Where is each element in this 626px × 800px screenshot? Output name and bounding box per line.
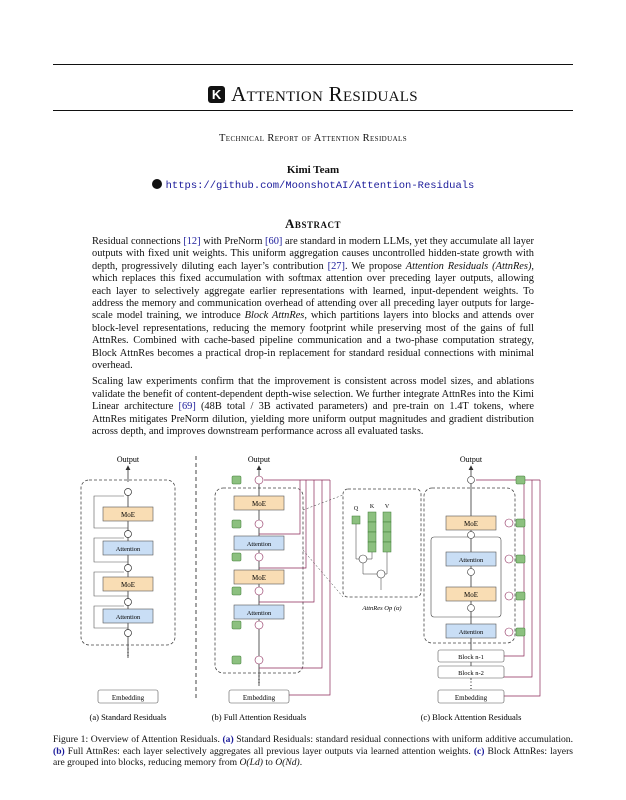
citation-link[interactable]: [69] (178, 401, 196, 413)
caption-ref-a[interactable]: (a) (222, 734, 234, 745)
svg-text:MoE: MoE (121, 581, 135, 589)
embedding-box (97, 689, 159, 704)
svg-text:Attention: Attention (247, 610, 272, 617)
svg-text:Block n-1: Block n-1 (458, 654, 484, 661)
repo-link[interactable]: https://github.com/MoonshotAI/Attention-… (0, 179, 626, 192)
github-icon (151, 179, 162, 189)
attention-box (102, 608, 154, 624)
abstract-body: Residual connections [12] with PreNorm [… (92, 236, 534, 443)
kimi-logo-icon: K (208, 86, 226, 103)
panel-c: Output MoE Attention MoE Attent (421, 455, 541, 722)
panel-b-label: (b) Full Attention Residuals (212, 712, 307, 722)
moe-box (102, 576, 154, 592)
block-n2-box (437, 665, 505, 679)
svg-text:Embedding: Embedding (455, 694, 488, 702)
svg-text:MoE: MoE (252, 574, 266, 582)
moe-box (102, 506, 154, 522)
svg-text:Attention: Attention (247, 541, 272, 548)
top-rule (53, 64, 573, 65)
attention-box (233, 604, 285, 620)
figure-caption: Figure 1: Overview of Attention Residual… (53, 734, 573, 769)
attention-box (233, 535, 285, 551)
abstract-heading: Abstract (285, 216, 341, 231)
svg-text:⋮: ⋮ (255, 674, 264, 684)
attention-box (445, 551, 497, 567)
svg-text:⋮: ⋮ (124, 647, 133, 657)
moe-box (233, 495, 285, 511)
block-n1-box (437, 649, 505, 663)
output-label: Output (460, 455, 483, 464)
svg-text:MoE: MoE (464, 520, 478, 528)
report-subtitle: Technical Report of Attention Residuals (218, 133, 408, 144)
caption-ref-c[interactable]: (c) (473, 745, 485, 757)
panel-c-label: (c) Block Attention Residuals (421, 712, 522, 722)
output-label: Output (117, 455, 140, 464)
moe-box (445, 515, 497, 531)
svg-text:AttnRes Op (α): AttnRes Op (α) (361, 605, 401, 612)
svg-text:Embedding: Embedding (243, 694, 276, 702)
bottom-rule (53, 110, 573, 111)
svg-text:Q: Q (354, 506, 359, 512)
citation-link[interactable]: [60] (265, 236, 283, 247)
attention-box (445, 623, 497, 639)
abstract-paragraph-2: Scaling law experiments confirm that the… (92, 376, 534, 438)
svg-text:MoE: MoE (464, 591, 478, 599)
moe-box (233, 569, 285, 585)
moe-box (445, 586, 497, 602)
figure-1: Output MoE Attention MoE Attention ⋮ Emb… (80, 455, 541, 722)
svg-text:K: K (370, 504, 375, 510)
attention-box (102, 540, 154, 556)
panel-b: Output MoE Attention MoE Attention (212, 455, 331, 722)
title-block: K Attention Residuals (0, 82, 626, 107)
panel-a: Output MoE Attention MoE Attention ⋮ Emb… (80, 455, 176, 722)
svg-text:Block n-2: Block n-2 (458, 670, 484, 677)
svg-text:MoE: MoE (252, 500, 266, 508)
paper-title: Attention Residuals (231, 82, 418, 106)
repo-url[interactable]: https://github.com/MoonshotAI/Attention-… (165, 180, 475, 192)
svg-text:Attention: Attention (116, 546, 141, 553)
author-line: Kimi Team (286, 164, 340, 176)
panel-a-label: (a) Standard Residuals (90, 712, 167, 722)
embedding-box (228, 689, 290, 704)
svg-text:Attention: Attention (459, 629, 484, 636)
svg-text:⋮: ⋮ (467, 680, 476, 690)
citation-link[interactable]: [27] (327, 260, 345, 272)
output-label: Output (248, 455, 271, 464)
svg-text:Attention: Attention (116, 614, 141, 621)
citation-link[interactable]: [12] (183, 236, 201, 247)
embedding-box (437, 689, 505, 704)
svg-text:Attention: Attention (459, 557, 484, 564)
svg-text:MoE: MoE (121, 511, 135, 519)
svg-text:V: V (385, 504, 390, 510)
abstract-paragraph-1: Residual connections [12] with PreNorm [… (92, 236, 535, 372)
caption-ref-b[interactable]: (b) (53, 745, 65, 757)
svg-text:Embedding: Embedding (112, 694, 145, 702)
attnres-op-inset: Q K V AttnRes Op (α) (302, 488, 422, 612)
